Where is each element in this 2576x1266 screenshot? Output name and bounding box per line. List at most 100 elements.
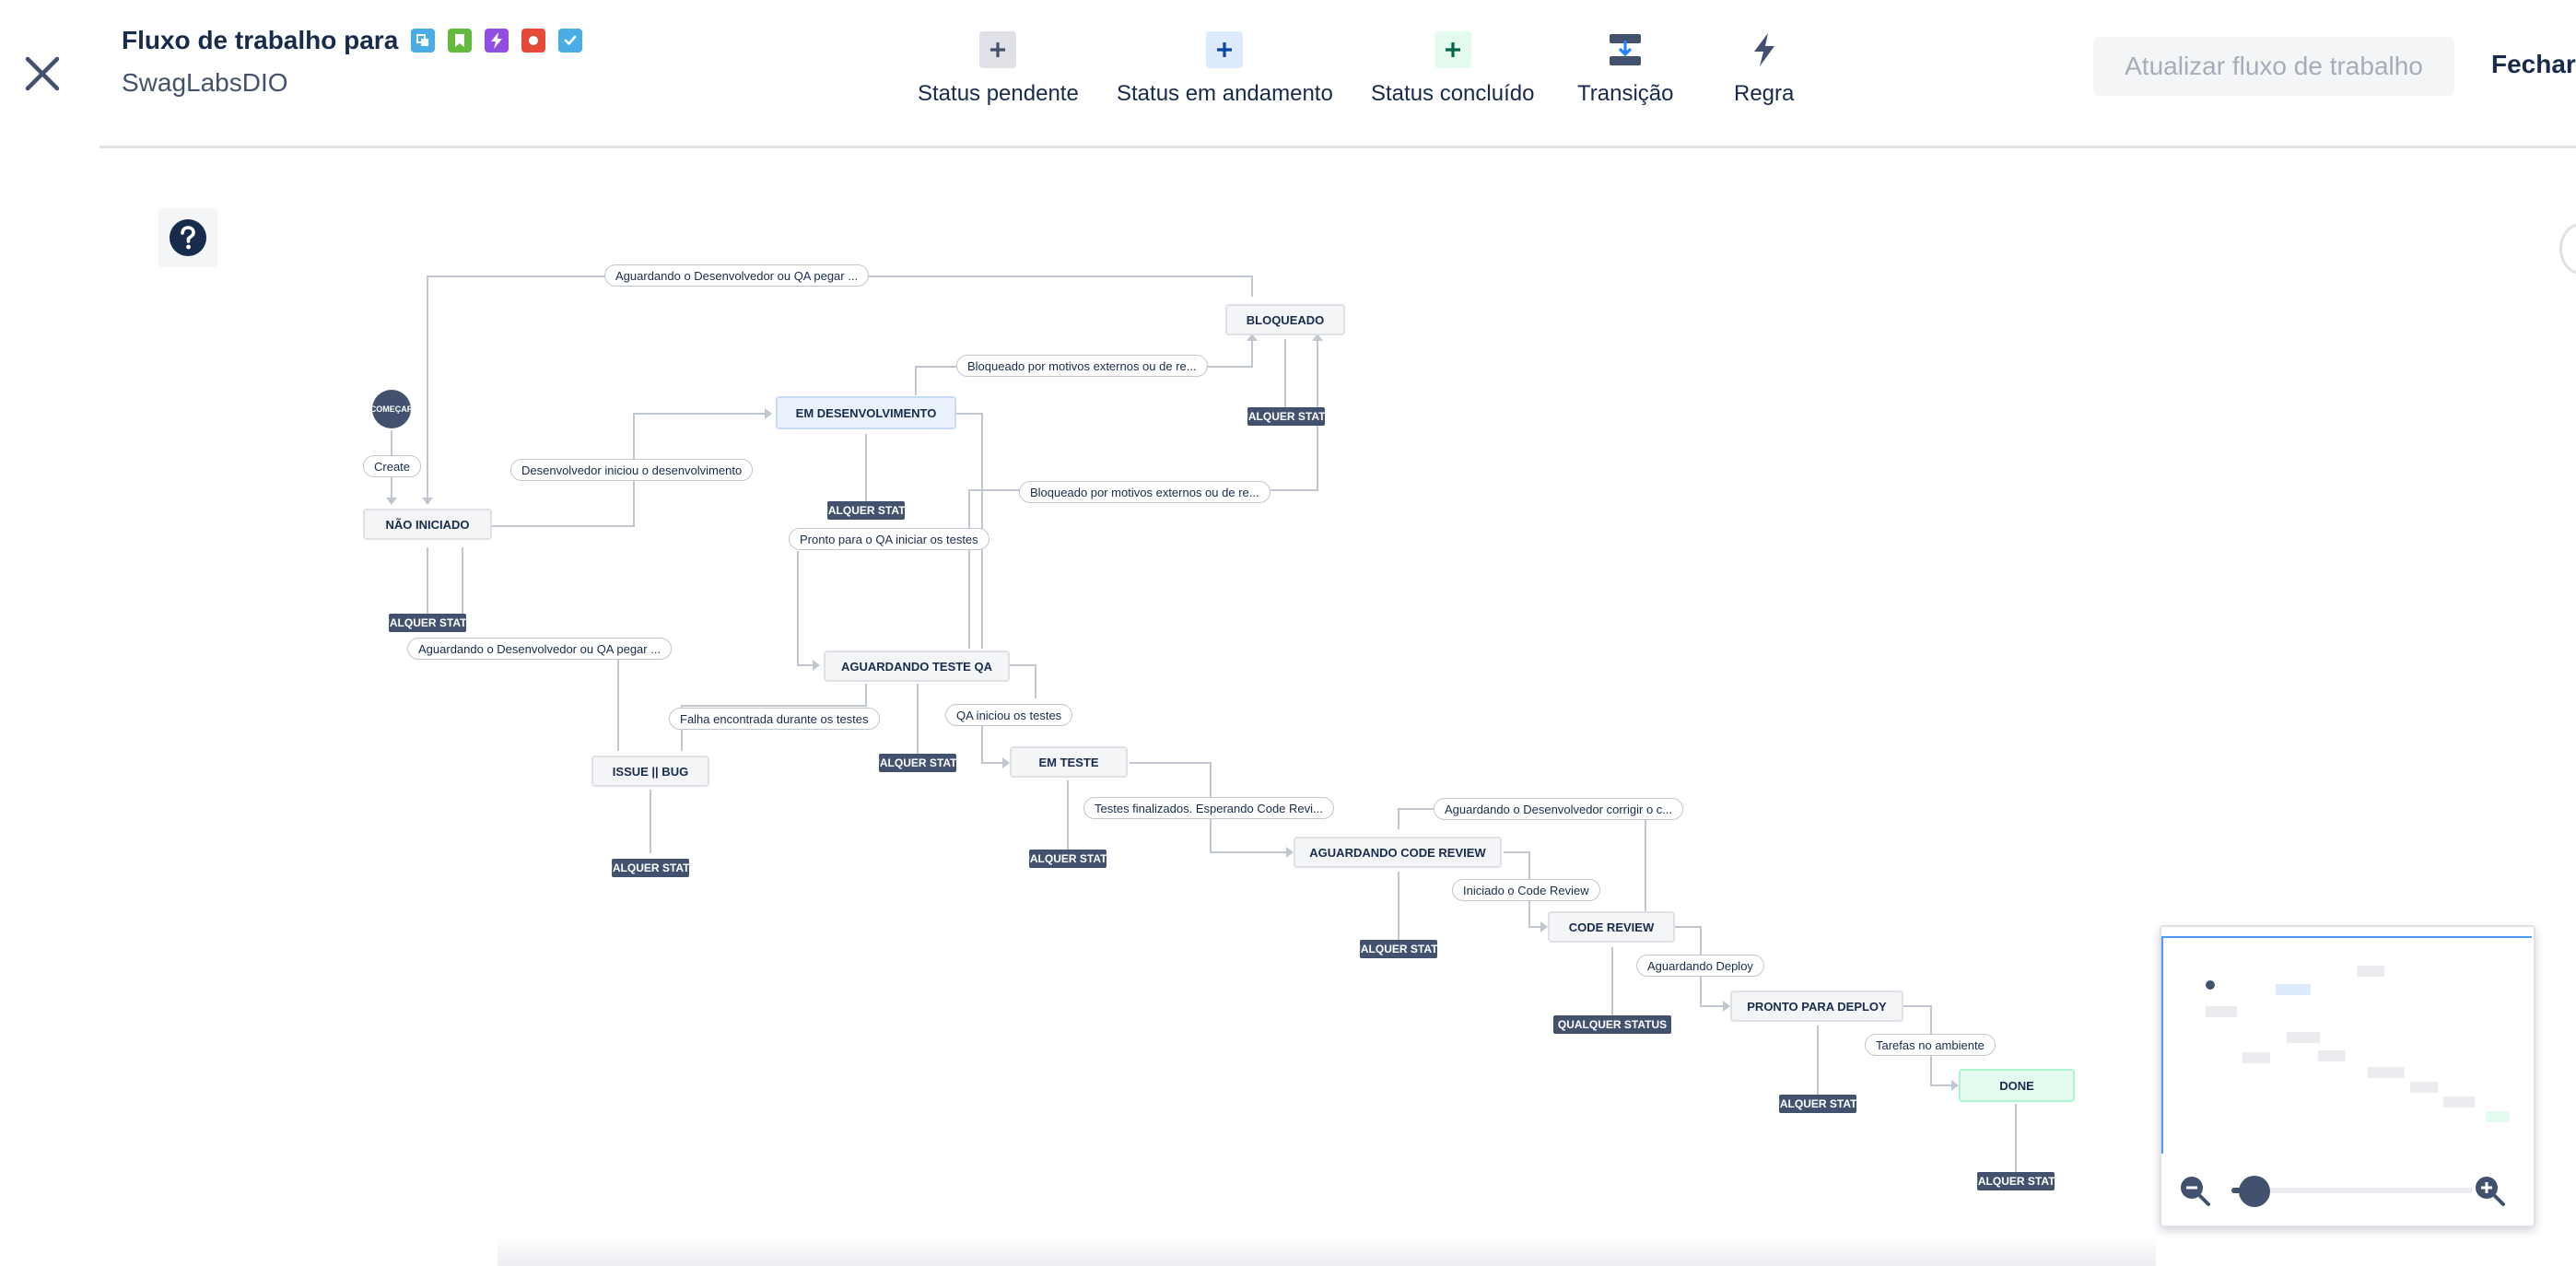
any-status-badge[interactable]: QUALQUER STATUS [1247, 407, 1325, 426]
add-done-status-button[interactable]: Status concluído [1371, 31, 1534, 107]
transition-create[interactable]: Create [363, 455, 422, 477]
minimap-node [2318, 1050, 2346, 1061]
plus-icon [1434, 31, 1471, 68]
zoom-slider-track[interactable] [2231, 1188, 2473, 1193]
add-transition-button[interactable]: Transição [1577, 31, 1673, 107]
arrow-head [1312, 334, 1323, 341]
bottom-edge-shadow [498, 1235, 2156, 1266]
any-status-badge[interactable]: QUALQUER STATUS [827, 501, 905, 520]
inprogress-status-label: Status em andamento [1117, 81, 1333, 106]
rule-label: Regra [1734, 81, 1795, 106]
arrow-head [1723, 1001, 1730, 1012]
minimap-node [2368, 1067, 2405, 1078]
connector-line [956, 413, 983, 649]
minimap-node [2242, 1052, 2270, 1063]
transition-bloqueado-externo-2[interactable]: Bloqueado por motivos externos ou de re.… [1019, 481, 1270, 503]
any-status-badge[interactable]: QUALQUER STATUS [1553, 1015, 1671, 1034]
status-issue-bug[interactable]: ISSUE || BUG [591, 756, 709, 787]
status-em-desenvolvimento[interactable]: EM DESENVOLVIMENTO [776, 396, 956, 429]
any-status-badge[interactable]: QUALQUER STATUS [1360, 940, 1437, 958]
arrow-head [1540, 921, 1548, 932]
arrow-head [813, 660, 820, 671]
workflow-header: Fluxo de trabalho para SwagLabsDIO Statu… [0, 0, 2576, 148]
minimap-node [2276, 984, 2311, 995]
any-status-badge[interactable]: QUALQUER STATUS [1779, 1095, 1856, 1113]
arrow-head [1247, 334, 1258, 341]
minimap-node [2206, 1006, 2237, 1017]
status-aguardando-teste-qa[interactable]: AGUARDANDO TESTE QA [824, 651, 1010, 682]
subtask-icon [411, 29, 436, 53]
zoom-slider-handle[interactable] [2239, 1176, 2270, 1207]
arrow-head [1951, 1080, 1959, 1091]
transition-iniciado-code-review[interactable]: Iniciado o Code Review [1452, 879, 1600, 901]
transition-aguardando-deploy[interactable]: Aguardando Deploy [1636, 955, 1764, 977]
transition-aguardando-dev-qa-top[interactable]: Aguardando o Desenvolvedor ou QA pegar .… [604, 264, 870, 287]
transition-tarefas-ambiente[interactable]: Tarefas no ambiente [1865, 1034, 1996, 1056]
minimap-node [2287, 1032, 2320, 1043]
transition-aguardando-dev-qa-mid[interactable]: Aguardando o Desenvolvedor ou QA pegar .… [407, 638, 673, 660]
task-icon [558, 29, 583, 53]
any-status-badge[interactable]: QUALQUER STATUS [1029, 850, 1107, 868]
any-status-badge[interactable]: QUALQUER STATUS [612, 859, 689, 877]
any-status-badge[interactable]: QUALQUER STATUS [879, 754, 956, 772]
transition-qa-iniciou[interactable]: QA iniciou os testes [945, 704, 1073, 726]
page-title: Fluxo de trabalho para [122, 26, 399, 54]
status-aguardando-code-review[interactable]: AGUARDANDO CODE REVIEW [1294, 837, 1502, 868]
connector-line [797, 551, 818, 666]
transition-testes-finalizados[interactable]: Testes finalizados. Esperando Code Revi.… [1083, 797, 1334, 819]
arrow-head [422, 498, 433, 505]
project-name: SwagLabsDIO [122, 68, 288, 97]
transition-bloqueado-externo-1[interactable]: Bloqueado por motivos externos ou de re.… [956, 355, 1208, 377]
transition-falha[interactable]: Falha encontrada durante os testes [669, 708, 880, 730]
transition-dev-iniciou[interactable]: Desenvolvedor iniciou o desenvolvimento [510, 459, 754, 481]
done-status-label: Status concluído [1371, 81, 1535, 106]
zoom-out-icon [2181, 1177, 2210, 1206]
transition-label: Transição [1577, 81, 1674, 106]
title-row: Fluxo de trabalho para [122, 26, 583, 55]
bug-icon [521, 29, 546, 53]
zoom-in-button[interactable] [2471, 1172, 2508, 1209]
close-icon [25, 56, 60, 91]
status-done[interactable]: DONE [1959, 1069, 2075, 1102]
add-rule-button[interactable]: Regra [1734, 31, 1794, 107]
lightning-icon [1746, 31, 1783, 68]
transition-pronto-qa[interactable]: Pronto para o QA iniciar os testes [789, 528, 989, 550]
plus-icon [979, 31, 1017, 68]
start-node: COMEÇAR [372, 390, 411, 428]
status-code-review[interactable]: CODE REVIEW [1548, 911, 1675, 943]
minimap-node [2443, 1096, 2475, 1108]
help-button[interactable] [158, 208, 217, 267]
status-nao-iniciado[interactable]: NÃO INICIADO [363, 509, 492, 540]
minimap-node [2357, 966, 2384, 977]
help-icon [170, 219, 206, 256]
arrow-head [1286, 847, 1294, 858]
arrow-head [386, 498, 397, 505]
any-status-badge[interactable]: QUALQUER STATUS [389, 614, 466, 632]
status-bloqueado[interactable]: BLOQUEADO [1225, 304, 1345, 335]
header-divider [100, 146, 2576, 148]
pending-status-label: Status pendente [918, 81, 1079, 106]
story-icon [448, 29, 473, 53]
close-editor-button[interactable] [17, 48, 68, 100]
minimap-node [2486, 1111, 2510, 1122]
status-em-teste[interactable]: EM TESTE [1010, 746, 1128, 778]
minimap[interactable] [2160, 925, 2535, 1227]
status-pronto-para-deploy[interactable]: PRONTO PARA DEPLOY [1730, 991, 1903, 1022]
transition-icon [1607, 31, 1644, 68]
minimap-viewport[interactable] [2161, 936, 2532, 1154]
add-inprogress-status-button[interactable]: Status em andamento [1117, 31, 1333, 107]
zoom-in-icon [2476, 1177, 2505, 1206]
zoom-out-button[interactable] [2176, 1172, 2213, 1209]
close-button[interactable]: Fechar [2491, 50, 2576, 78]
arrow-head [765, 408, 772, 419]
epic-icon [485, 29, 509, 53]
plus-icon [1206, 31, 1244, 68]
transition-aguardando-dev-corrigir[interactable]: Aguardando o Desenvolvedor corrigir o c.… [1434, 798, 1684, 820]
add-pending-status-button[interactable]: Status pendente [918, 31, 1079, 107]
arrow-head [1002, 757, 1010, 768]
update-workflow-button[interactable]: Atualizar fluxo de trabalho [2093, 37, 2454, 96]
minimap-node [2410, 1082, 2438, 1093]
minimap-start-dot [2206, 980, 2215, 990]
any-status-badge[interactable]: QUALQUER STATUS [1977, 1172, 2055, 1190]
